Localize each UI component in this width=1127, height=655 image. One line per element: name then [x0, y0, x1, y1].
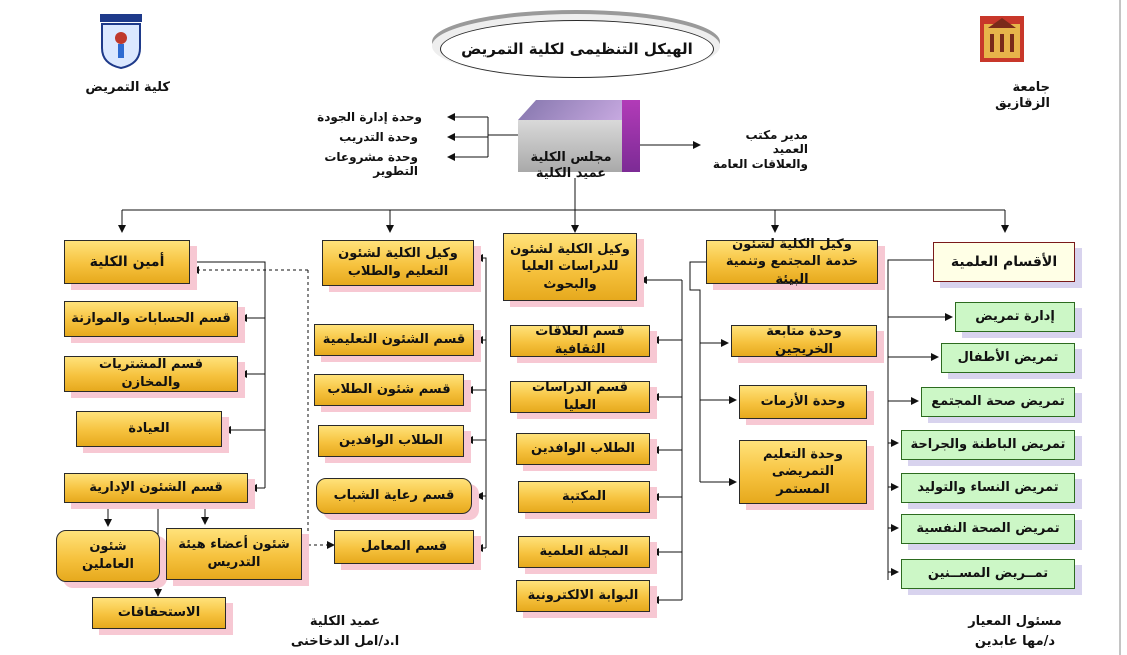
clinic: العيادة — [76, 411, 222, 447]
accounts-budget-dept: قسم الحسابات والموازنة — [64, 301, 238, 337]
electronic-portal: البوابة الالكترونية — [516, 580, 650, 612]
cultural-relations-dept: قسم العلاقات الثقافية — [510, 324, 650, 357]
scientific-journal: المجلة العلمية — [518, 536, 650, 568]
graduate-studies-dept: قسم الدراسات العليا — [510, 380, 650, 413]
dept-community: تمريض صحة المجتمع — [921, 387, 1075, 417]
quality-unit-label: وحدة إدارة الجودة — [317, 110, 422, 124]
purchasing-stores-dept: قسم المشتريات والمخازن — [64, 356, 238, 392]
entitlements: الاستحقاقات — [92, 597, 226, 629]
university-logo-icon — [980, 16, 1024, 62]
graduate-vice-dean: وكيل الكلية لشئون للدراسات العليا والبحو… — [503, 233, 637, 301]
dept-medical-surgical: تمريض الباطنة والجراحة — [901, 430, 1075, 460]
development-unit-label: وحدة مشروعات التطوير — [324, 150, 418, 179]
training-unit-label: وحدة التدريب — [339, 130, 418, 144]
council-dean: عميد الكلية — [535, 166, 607, 181]
dept-obstetric: تمريض النساء والتوليد — [901, 473, 1075, 503]
education-affairs-dept: قسم الشئون التعليمية — [314, 324, 474, 356]
academic-departments-head: الأقسام العلمية — [933, 242, 1075, 282]
council-box — [518, 120, 622, 172]
faculty-members-affairs: شئون أعضاء هيئة التدريس — [166, 528, 302, 580]
youth-care-dept: قسم رعاية الشباب — [316, 478, 472, 514]
library: المكتبة — [518, 481, 650, 513]
standard-officer-name: د/مها عابدين — [974, 634, 1056, 649]
standard-officer-role: مسئول المعيار — [968, 614, 1062, 629]
crisis-unit: وحدة الأزمات — [739, 385, 867, 419]
university-name: جامعة الزقازيق — [995, 80, 1050, 111]
dept-pediatric: تمريض الأطفال — [941, 343, 1075, 373]
faculty-name: كلية التمريض — [85, 80, 170, 95]
laboratories-dept: قسم المعامل — [334, 530, 474, 564]
graduates-followup-unit: وحدة متابعة الخريجين — [731, 324, 877, 357]
faculty-secretary: أمين الكلية — [64, 240, 190, 284]
foreign-students-grad: الطلاب الوافدين — [516, 433, 650, 465]
education-vice-dean: وكيل الكلية لشئون التعليم والطلاب — [322, 240, 474, 286]
community-vice-dean: وكيل الكلية لشئون خدمة المجتمع وتنمية ال… — [706, 237, 878, 287]
dean-signature-name: ا.د/امل الدخاخنى — [290, 634, 400, 649]
page-title: الهيكل التنظيمى لكلية التمريض — [440, 20, 714, 78]
dean-office-label: مدير مكتب العميد والعلاقات العامة — [712, 128, 808, 171]
employee-affairs: شئون العاملين — [56, 530, 160, 582]
council-name: مجلس الكلية — [530, 150, 612, 165]
continuing-education-unit: وحدة التعليم التمريضى المستمر — [739, 440, 867, 504]
dean-signature-role: عميد الكلية — [309, 614, 381, 629]
council-box-side — [622, 100, 640, 172]
dept-gerontology: تمــريض المســنين — [901, 559, 1075, 589]
student-affairs-dept: قسم شئون الطلاب — [314, 374, 464, 406]
admin-affairs-dept: قسم الشئون الإدارية — [64, 473, 248, 503]
dept-nursing-admin: إدارة تمريض — [955, 302, 1075, 332]
foreign-students-edu: الطلاب الوافدين — [318, 425, 464, 457]
dept-psychiatric: تمريض الصحة النفسية — [901, 514, 1075, 544]
faculty-logo-icon — [100, 14, 142, 70]
